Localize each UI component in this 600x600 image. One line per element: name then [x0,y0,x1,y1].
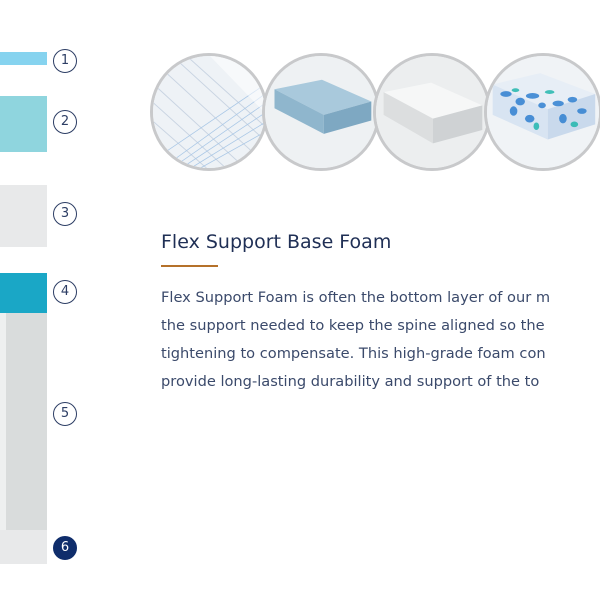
layer-number-4[interactable]: 4 [53,280,77,304]
layer-1-bar[interactable] [0,52,47,65]
layer-number-5[interactable]: 5 [53,402,77,426]
gel-swirl-foam-icon [487,56,599,168]
description-line-3: tightening to compensate. This high-grad… [161,345,546,362]
description-line-2: the support needed to keep the spine ali… [161,317,545,334]
layer-number-1[interactable]: 1 [53,49,77,73]
layer-5-edge [0,313,6,530]
layer-4-bar[interactable] [0,273,47,313]
section-description: Flex Support Foam is often the bottom la… [161,284,600,396]
layer-5-bar[interactable] [0,313,47,530]
section-title: Flex Support Base Foam [161,231,392,253]
blue-foam-block-icon [265,56,377,168]
cover-fabric-swatch[interactable] [150,53,268,171]
layer-2-bar[interactable] [0,96,47,152]
layer-number-2[interactable]: 2 [53,110,77,134]
title-underline [161,265,218,267]
fabric-texture-icon [153,56,265,168]
description-line-1: Flex Support Foam is often the bottom la… [161,289,551,306]
blue-foam-swatch[interactable] [262,53,380,171]
layer-6-bar[interactable] [0,530,47,564]
gel-foam-swatch[interactable] [484,53,600,171]
white-foam-block-icon [376,56,488,168]
layer-3-bar[interactable] [0,185,47,247]
description-line-4: provide long-lasting durability and supp… [161,373,540,390]
white-foam-swatch[interactable] [373,53,491,171]
layer-number-6-active[interactable]: 6 [53,536,77,560]
layer-number-3[interactable]: 3 [53,202,77,226]
